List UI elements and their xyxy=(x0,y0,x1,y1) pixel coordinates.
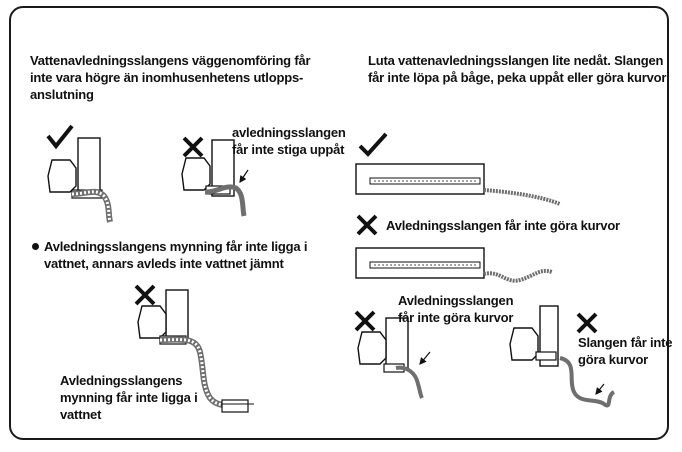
curve-caption-a: Avledningsslangen får inte göra kurvor xyxy=(398,293,514,325)
no-rise-caption: avledningsslangen får inte stiga uppåt xyxy=(232,125,346,157)
curved-hose-install-b xyxy=(509,305,616,408)
left-heading: Vattenavledningsslangens väggenomföring … xyxy=(30,53,311,102)
check-mark-icon xyxy=(358,132,388,157)
outlet-in-water-install xyxy=(137,289,254,413)
outlet-note: Avledningsslangens mynning får inte ligg… xyxy=(44,239,308,271)
outlet-caption: Avledningsslangens mynning får inte ligg… xyxy=(60,373,198,422)
no-curves-caption: Avledningsslangen får inte göra kurvor xyxy=(386,218,620,233)
correct-wall-install xyxy=(47,137,113,223)
cross-mark-icon xyxy=(356,214,378,236)
right-heading: Luta vattenavledningsslangen lite nedåt.… xyxy=(368,53,667,85)
indoor-unit-wavy-hose xyxy=(355,247,553,283)
cross-mark-icon xyxy=(576,312,598,334)
indoor-unit-correct xyxy=(355,163,561,206)
check-mark-icon xyxy=(46,124,74,150)
bullet-icon xyxy=(32,243,39,250)
cross-mark-icon xyxy=(182,136,204,158)
curved-hose-install-a xyxy=(357,317,431,399)
diagram-frame xyxy=(9,6,669,440)
curve-caption-b: Slangen får inte göra kurvor xyxy=(578,335,673,367)
rising-hose-install xyxy=(181,139,249,217)
cross-mark-icon xyxy=(354,310,376,332)
cross-mark-icon xyxy=(134,284,156,306)
